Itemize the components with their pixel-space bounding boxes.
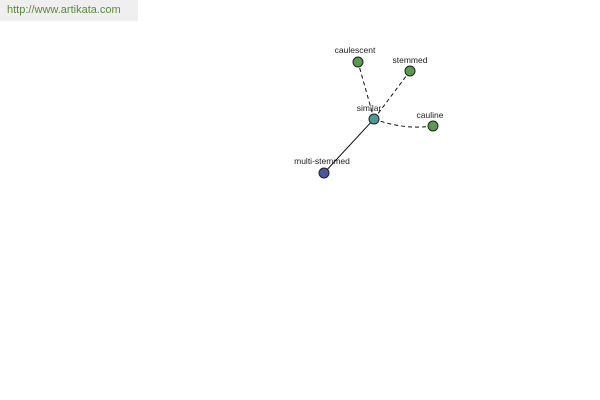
node-label-multi-stemmed[interactable]: multi-stemmed [294,156,350,166]
node-dot-similar[interactable] [368,113,380,125]
edge-similar-cauline [373,118,434,128]
edge-similar-caulescent [357,61,375,120]
node-caulescent[interactable]: caulescent [335,45,376,68]
site-url-link[interactable]: http://www.artikata.com [0,0,138,21]
node-dot-cauline[interactable] [427,120,439,132]
edge-similar-stemmed [373,70,411,120]
node-stemmed[interactable]: stemmed [393,55,428,77]
node-dot-multi-stemmed[interactable] [318,167,330,179]
node-dot-caulescent[interactable] [352,56,364,68]
node-multi-stemmed[interactable]: multi-stemmed [294,156,350,179]
nodes-layer: similar caulescent stemmed cauline multi-ste… [294,45,444,179]
node-label-similar[interactable]: similar [357,103,382,113]
node-dot-stemmed[interactable] [404,65,416,77]
edges-layer [323,61,434,174]
node-label-stemmed[interactable]: stemmed [393,55,428,65]
node-label-cauline[interactable]: cauline [417,110,444,120]
node-similar[interactable]: similar [357,103,382,125]
node-cauline[interactable]: cauline [417,110,444,132]
edge-similar-multi-stemmed [323,118,375,174]
node-label-caulescent[interactable]: caulescent [335,45,376,55]
